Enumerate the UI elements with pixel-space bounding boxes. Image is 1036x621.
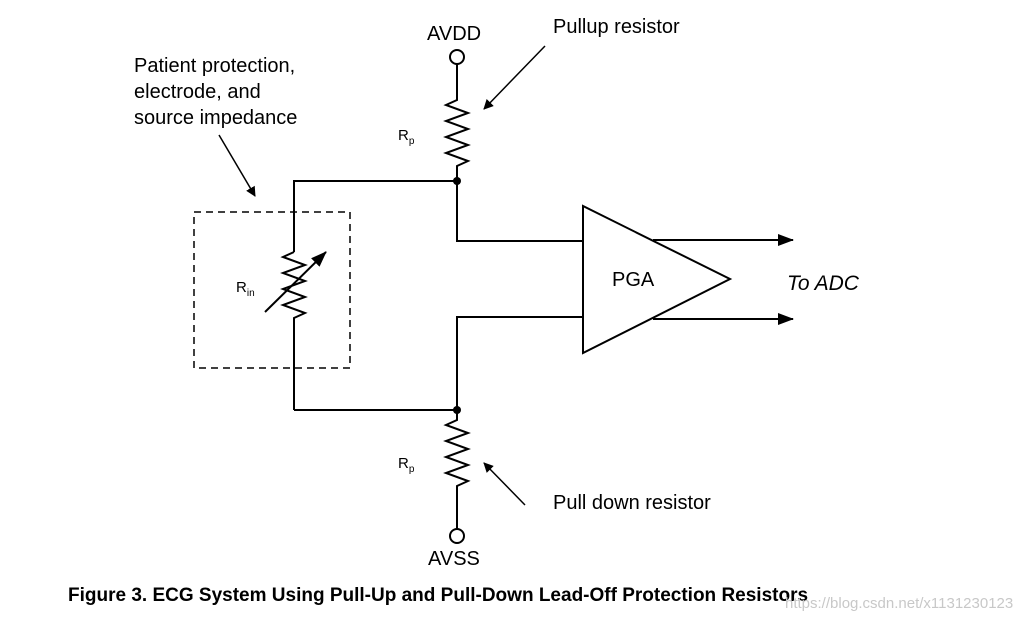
rin-variable-arrow bbox=[264, 251, 327, 313]
avss-label: AVSS bbox=[428, 548, 480, 570]
pulldown-arrow bbox=[483, 462, 526, 506]
figure-caption: Figure 3. ECG System Using Pull-Up and P… bbox=[68, 585, 808, 606]
avdd-label: AVDD bbox=[427, 23, 481, 45]
rin-label: Rin bbox=[236, 279, 255, 299]
top-left-wire bbox=[293, 180, 457, 252]
avss-terminal bbox=[449, 528, 465, 544]
top-to-pga-wire bbox=[456, 181, 583, 242]
rp-top-label: Rp bbox=[398, 127, 415, 147]
pulldown-resistor bbox=[443, 410, 471, 529]
bottom-to-pga-wire bbox=[456, 316, 583, 410]
pullup-resistor bbox=[443, 64, 471, 181]
pullup-resistor-label: Pullup resistor bbox=[553, 16, 680, 38]
pga-amplifier bbox=[582, 204, 733, 355]
rin-variable-resistor bbox=[280, 251, 308, 410]
patient-arrow bbox=[218, 134, 256, 197]
avdd-terminal bbox=[449, 49, 465, 65]
patient-protection-label: Patient protection, electrode, and sourc… bbox=[134, 55, 301, 129]
rp-bottom-label: Rp bbox=[398, 455, 415, 475]
patient-impedance-box bbox=[193, 211, 351, 369]
to-adc-label: To ADC bbox=[787, 272, 860, 295]
pga-label: PGA bbox=[612, 269, 655, 291]
pullup-arrow bbox=[483, 45, 546, 110]
pulldown-resistor-label: Pull down resistor bbox=[553, 492, 711, 514]
watermark-text: https://blog.csdn.net/x1131230123 bbox=[785, 595, 1013, 612]
